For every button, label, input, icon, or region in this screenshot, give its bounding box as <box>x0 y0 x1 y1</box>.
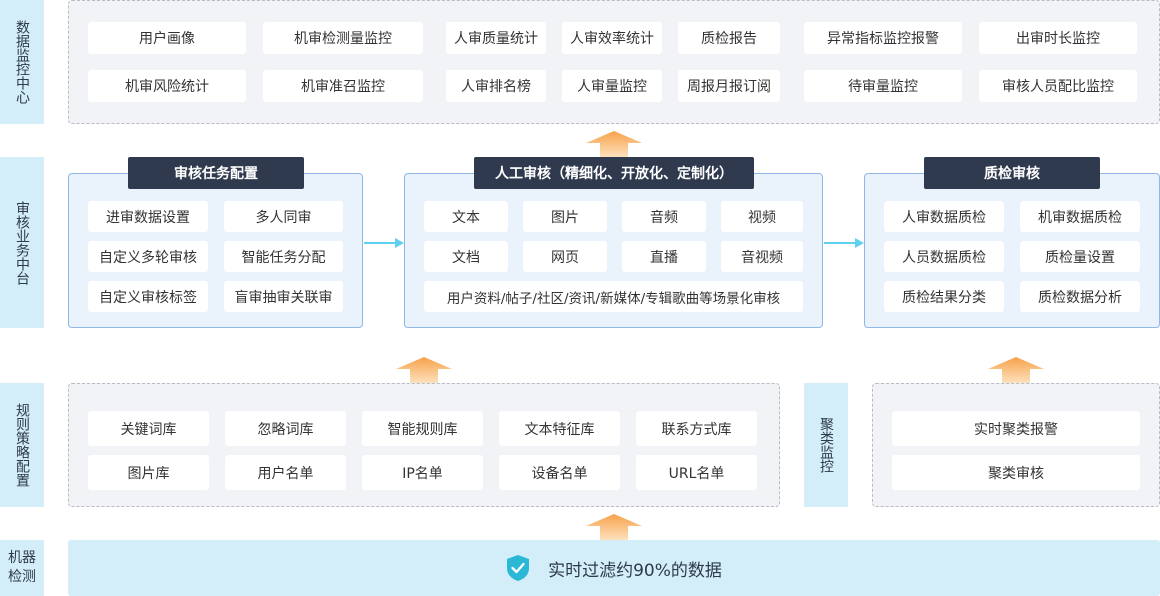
rule-item[interactable]: 文本特征库 <box>499 411 620 446</box>
quality-check-item[interactable]: 人审数据质检 <box>884 201 1004 232</box>
up-arrow-icon <box>586 131 642 157</box>
monitor-item[interactable]: 质检报告 <box>678 22 780 54</box>
monitor-item[interactable]: 出审时长监控 <box>979 22 1137 54</box>
quality-check-title: 质检审核 <box>924 157 1100 189</box>
rule-item[interactable]: 联系方式库 <box>636 411 757 446</box>
rule-item[interactable]: 智能规则库 <box>362 411 483 446</box>
manual-review-item[interactable]: 网页 <box>523 241 607 272</box>
manual-review-title: 人工审核（精细化、开放化、定制化） <box>474 157 754 189</box>
monitor-item[interactable]: 异常指标监控报警 <box>804 22 962 54</box>
quality-check-item[interactable]: 质检数据分析 <box>1020 281 1140 312</box>
right-arrow-icon <box>824 238 864 248</box>
data-monitor-panel <box>68 0 1160 124</box>
rule-item[interactable]: 忽略词库 <box>225 411 346 446</box>
task-config-item[interactable]: 多人同审 <box>224 201 343 232</box>
rule-item[interactable]: 关键词库 <box>88 411 209 446</box>
task-config-item[interactable]: 智能任务分配 <box>224 241 343 272</box>
task-config-item[interactable]: 自定义多轮审核 <box>88 241 208 272</box>
up-arrow-icon <box>988 357 1044 383</box>
quality-check-item[interactable]: 质检结果分类 <box>884 281 1004 312</box>
manual-review-item[interactable]: 音视频 <box>721 241 803 272</box>
monitor-item[interactable]: 机审准召监控 <box>263 70 423 102</box>
side-label-audit-platform: 审核业务中台 <box>0 157 44 328</box>
cluster-item[interactable]: 聚类审核 <box>892 455 1140 490</box>
manual-review-item[interactable]: 视频 <box>721 201 803 232</box>
monitor-item[interactable]: 机审风险统计 <box>88 70 246 102</box>
rule-item[interactable]: IP名单 <box>362 455 483 490</box>
side-label-data-monitor: 数据监控中心 <box>0 0 44 124</box>
monitor-item[interactable]: 待审量监控 <box>804 70 962 102</box>
machine-detection-text: 实时过滤约90%的数据 <box>548 560 722 581</box>
machine-detection-bar: 实时过滤约90%的数据 <box>68 540 1160 596</box>
rule-item[interactable]: 设备名单 <box>499 455 620 490</box>
task-config-item[interactable]: 进审数据设置 <box>88 201 208 232</box>
monitor-item[interactable]: 人审质量统计 <box>446 22 546 54</box>
task-config-item[interactable]: 盲审抽审关联审 <box>224 281 343 312</box>
manual-review-item[interactable]: 文档 <box>424 241 508 272</box>
cluster-item[interactable]: 实时聚类报警 <box>892 411 1140 446</box>
quality-check-item[interactable]: 人员数据质检 <box>884 241 1004 272</box>
rule-item[interactable]: 用户名单 <box>225 455 346 490</box>
monitor-item[interactable]: 审核人员配比监控 <box>979 70 1137 102</box>
shield-check-icon <box>507 555 530 581</box>
monitor-item[interactable]: 人审排名榜 <box>446 70 546 102</box>
up-arrow-icon <box>586 514 642 540</box>
monitor-item[interactable]: 人审量监控 <box>562 70 662 102</box>
rule-item[interactable]: URL名单 <box>636 455 757 490</box>
cluster-monitor-label: 聚类监控 <box>804 383 848 507</box>
monitor-item[interactable]: 人审效率统计 <box>562 22 662 54</box>
rule-item[interactable]: 图片库 <box>88 455 209 490</box>
manual-review-item[interactable]: 音频 <box>622 201 706 232</box>
quality-check-item[interactable]: 机审数据质检 <box>1020 201 1140 232</box>
task-config-item[interactable]: 自定义审核标签 <box>88 281 208 312</box>
manual-review-item[interactable]: 图片 <box>523 201 607 232</box>
monitor-item[interactable]: 周报月报订阅 <box>678 70 780 102</box>
monitor-item[interactable]: 机审检测量监控 <box>263 22 423 54</box>
monitor-item[interactable]: 用户画像 <box>88 22 246 54</box>
manual-review-item[interactable]: 文本 <box>424 201 508 232</box>
side-label-rules: 规则策略配置 <box>0 383 44 507</box>
manual-review-item[interactable]: 直播 <box>622 241 706 272</box>
right-arrow-icon <box>364 238 404 248</box>
up-arrow-icon <box>396 357 452 383</box>
manual-review-scenario-item[interactable]: 用户资料/帖子/社区/资讯/新媒体/专辑歌曲等场景化审核 <box>424 281 803 312</box>
side-label-machine: 机器检测 <box>0 540 44 596</box>
task-config-title: 审核任务配置 <box>128 157 304 189</box>
quality-check-item[interactable]: 质检量设置 <box>1020 241 1140 272</box>
